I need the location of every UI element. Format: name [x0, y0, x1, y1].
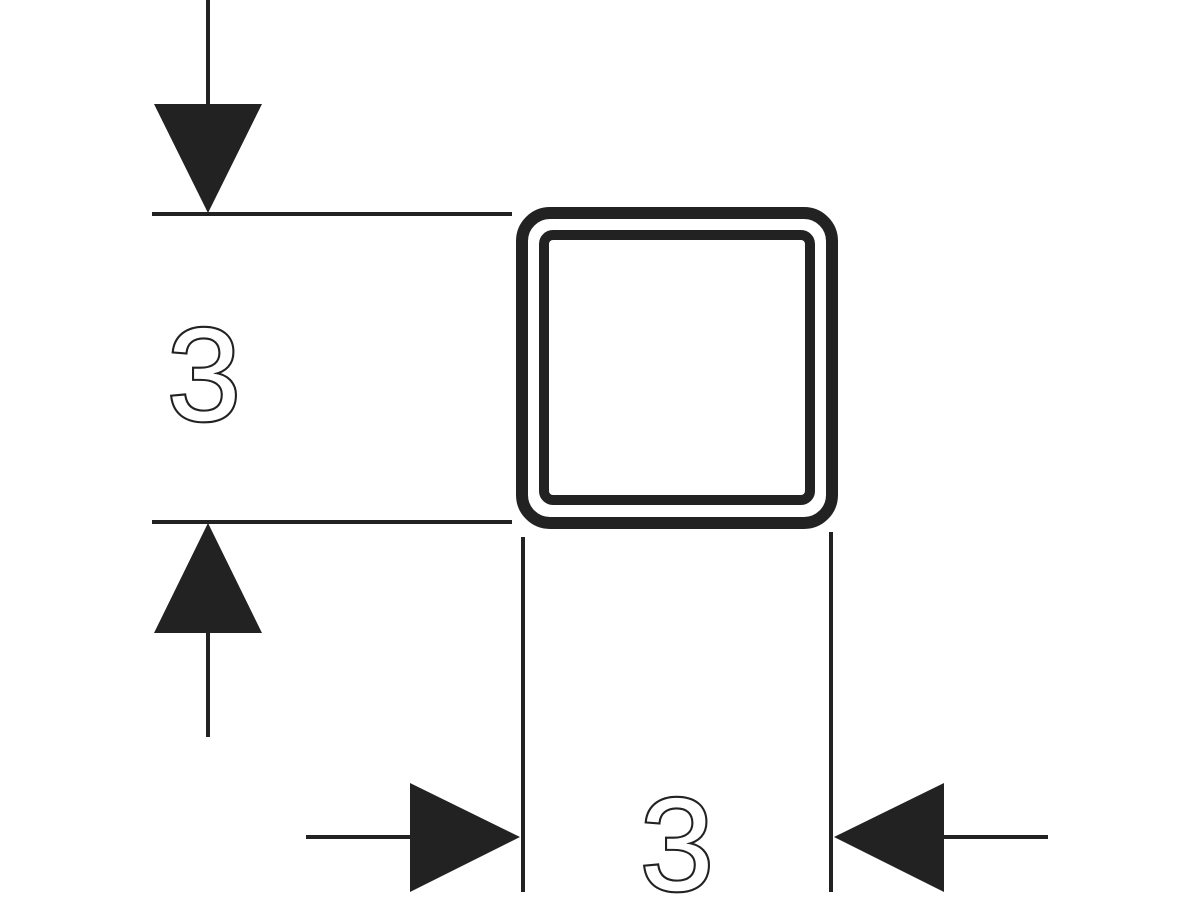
- width-dimension: 3: [306, 532, 1048, 900]
- width-label: 3: [640, 771, 713, 900]
- top-arrow-head-icon: [154, 104, 262, 213]
- height-label: 3: [167, 301, 240, 448]
- right-arrow-head-icon: [834, 783, 944, 892]
- bottom-arrow-head-icon: [154, 523, 262, 633]
- profile-inner-wall: [539, 230, 815, 505]
- square-profile: [516, 207, 838, 529]
- left-arrow-head-icon: [410, 783, 520, 892]
- height-dimension: 3: [152, 0, 512, 737]
- profile-outer-wall: [516, 207, 838, 529]
